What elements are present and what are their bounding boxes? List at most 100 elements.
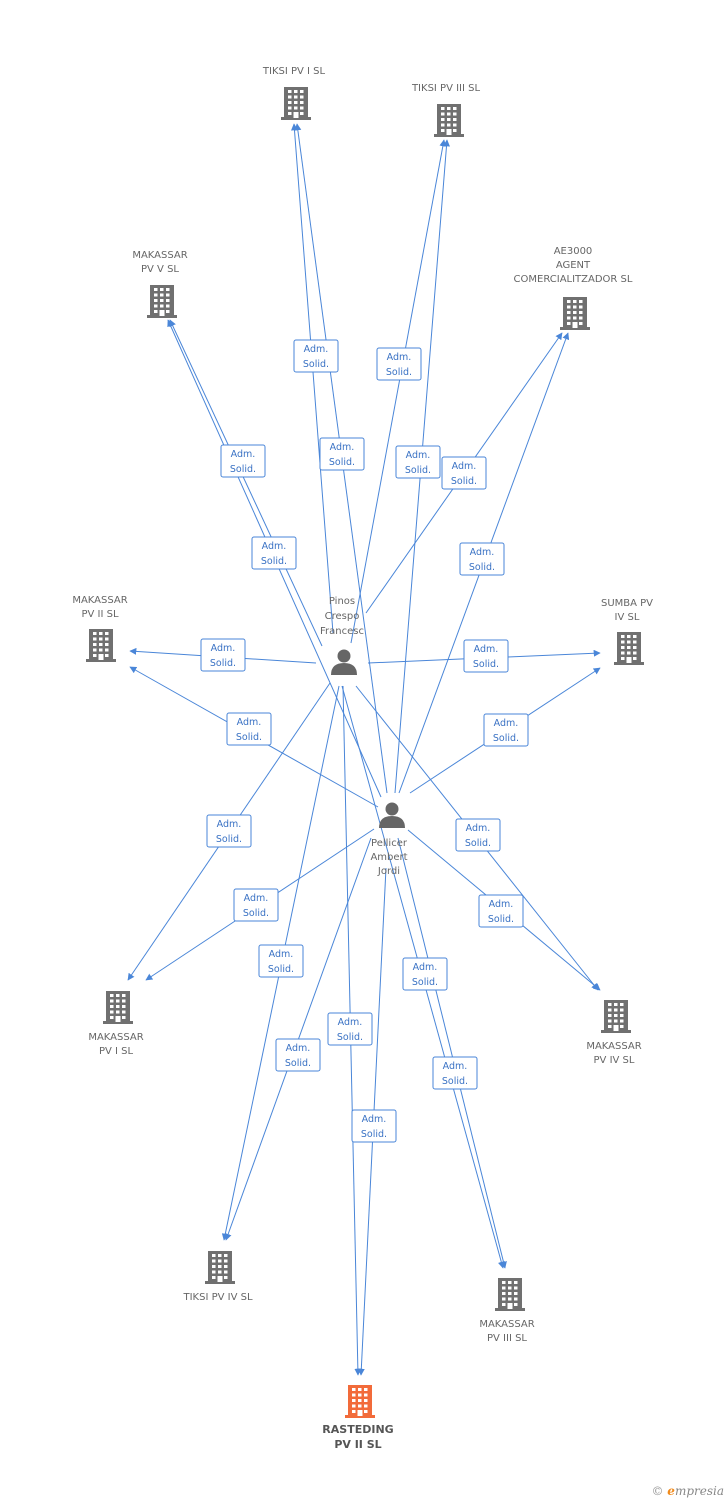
edge-label-text: Adm.	[269, 949, 294, 960]
node-label: MAKASSAR	[88, 1032, 143, 1043]
building-icon	[281, 87, 311, 120]
edge-label-text: Solid.	[285, 1058, 311, 1069]
node-label: MAKASSAR	[479, 1319, 534, 1330]
building-icon	[205, 1251, 235, 1284]
edge-label-pinos-to-makassar4[interactable]: Adm. Solid.	[455, 818, 501, 852]
edge-label-box	[351, 1109, 397, 1143]
edge-label-pinos-to-tiksi1[interactable]: Adm.Solid.	[293, 339, 339, 373]
edge-label-text: Adm.	[452, 461, 477, 472]
edge-label-pellicer-to-makassar4[interactable]: Adm.Solid.	[478, 894, 524, 928]
building-icon	[147, 285, 177, 318]
node-label: AE3000	[554, 246, 593, 257]
node-makassar4[interactable]: MAKASSAR PV IV SL	[586, 1000, 642, 1066]
edge-label-box	[206, 814, 252, 848]
node-label: PV IV SL	[594, 1055, 635, 1066]
edge-label-pinos-to-ae3000[interactable]: Adm.Solid.	[441, 456, 487, 490]
nodes-layer: PinosCrespoFrancescPellicerAmbertJordiTI…	[72, 66, 653, 1451]
footer-brand: © empresia	[651, 1484, 724, 1498]
edge-label-text: Adm.	[304, 344, 329, 355]
edge-label-pinos-to-makassar5[interactable]: Adm.Solid.	[220, 444, 266, 478]
edge-label-pinos-to-makassar1[interactable]: Adm.Solid.	[206, 814, 252, 848]
edge-label-text: Adm.	[413, 962, 438, 973]
edge-label-pinos-to-rasteding[interactable]: Adm.Solid.	[327, 1012, 373, 1046]
edge-pinos-to-tiksi1	[290, 123, 334, 634]
edge-label-pellicer-to-tiksi4[interactable]: Adm. Solid.	[275, 1038, 321, 1072]
edge-label-pinos-to-makassar2[interactable]: Adm.Solid.	[200, 638, 246, 672]
node-label: TIKSI PV IV SL	[182, 1292, 252, 1303]
node-rasteding[interactable]: RASTEDING PV II SL	[322, 1385, 394, 1451]
edge-label-text: Solid.	[268, 964, 294, 975]
edge-label-box	[455, 818, 501, 852]
edge-label-pellicer-to-ae3000[interactable]: Adm.Solid.	[459, 542, 505, 576]
edge-pinos-to-makassar5	[169, 319, 323, 647]
node-label: MAKASSAR	[586, 1041, 641, 1052]
node-label: PV V SL	[141, 264, 179, 275]
edge-pellicer-to-makassar3	[397, 837, 507, 1269]
node-label: MAKASSAR	[72, 595, 127, 606]
edge-label-text: Adm.	[474, 644, 499, 655]
node-label: COMERCIALITZADOR SL	[514, 274, 633, 285]
edge-label-text: Solid.	[329, 457, 355, 468]
edge-label-text: Adm.	[406, 450, 431, 461]
edge-label-text: Solid.	[412, 977, 438, 988]
node-label: PV II SL	[334, 1438, 381, 1451]
edge-label-box	[327, 1012, 373, 1046]
edge-label-box	[233, 888, 279, 922]
node-label: RASTEDING	[322, 1423, 393, 1436]
node-label: TIKSI PV III SL	[411, 83, 481, 94]
edge-label-text: Solid.	[493, 733, 519, 744]
edge-label-pinos-to-tiksi4[interactable]: Adm. Solid.	[258, 944, 304, 978]
edge-label-text: Solid.	[469, 562, 495, 573]
edge-label-text: Adm.	[362, 1114, 387, 1125]
building-icon	[103, 991, 133, 1024]
edge-label-box	[402, 957, 448, 991]
node-tiksi1[interactable]: TIKSI PV I SL	[262, 66, 326, 120]
edge-label-box	[220, 444, 266, 478]
edge-label-pellicer-to-tiksi1[interactable]: Adm.Solid.	[319, 437, 365, 471]
node-makassar5[interactable]: MAKASSAR PV V SL	[132, 250, 188, 318]
building-icon	[434, 104, 464, 137]
edge-label-text: Solid.	[405, 465, 431, 476]
edge-label-text: Adm.	[466, 823, 491, 834]
edge-label-box	[483, 713, 529, 747]
edge-label-pellicer-to-sumba4[interactable]: Adm. Solid.	[483, 713, 529, 747]
building-icon	[614, 632, 644, 665]
edge-label-text: Adm.	[387, 352, 412, 363]
edge-label-pellicer-to-rasteding[interactable]: Adm.Solid.	[351, 1109, 397, 1143]
node-makassar3[interactable]: MAKASSAR PV III SL	[479, 1278, 535, 1344]
edge-label-text: Adm.	[286, 1043, 311, 1054]
edge-label-pellicer-to-tiksi3[interactable]: Adm. Solid.	[395, 445, 441, 479]
edge-label-pellicer-to-makassar3[interactable]: Adm.Solid.	[432, 1056, 478, 1090]
edge-label-text: Adm.	[494, 718, 519, 729]
node-label: PV III SL	[487, 1333, 527, 1344]
edge-label-text: Adm.	[262, 541, 287, 552]
node-label: TIKSI PV I SL	[262, 66, 326, 77]
node-label: MAKASSAR	[132, 250, 187, 261]
edge-label-pellicer-to-makassar5[interactable]: Adm.Solid.	[251, 536, 297, 570]
edge-label-pinos-to-makassar3[interactable]: Adm. Solid.	[402, 957, 448, 991]
edge-label-box	[226, 712, 272, 746]
edge-label-box	[319, 437, 365, 471]
node-label: Francesc	[320, 626, 364, 637]
brand-logo-text: mpresia	[674, 1484, 724, 1498]
edge-label-text: Solid.	[216, 834, 242, 845]
node-tiksi3[interactable]: TIKSI PV III SL	[411, 83, 481, 137]
edge-label-text: Solid.	[488, 914, 514, 925]
edge-label-text: Solid.	[465, 838, 491, 849]
edge-label-pellicer-to-makassar2[interactable]: Adm.Solid.	[226, 712, 272, 746]
edge-label-pinos-to-sumba4[interactable]: Adm.Solid.	[463, 639, 509, 673]
edge-label-pellicer-to-makassar1[interactable]: Adm.Solid.	[233, 888, 279, 922]
edge-label-text: Solid.	[210, 658, 236, 669]
edge-label-box	[478, 894, 524, 928]
node-label: Crespo	[325, 611, 360, 622]
edge-label-pinos-to-tiksi3[interactable]: Adm.Solid.	[376, 347, 422, 381]
edge-label-text: Solid.	[337, 1032, 363, 1043]
building-icon	[560, 297, 590, 330]
node-tiksi4[interactable]: TIKSI PV IV SL	[182, 1251, 253, 1303]
